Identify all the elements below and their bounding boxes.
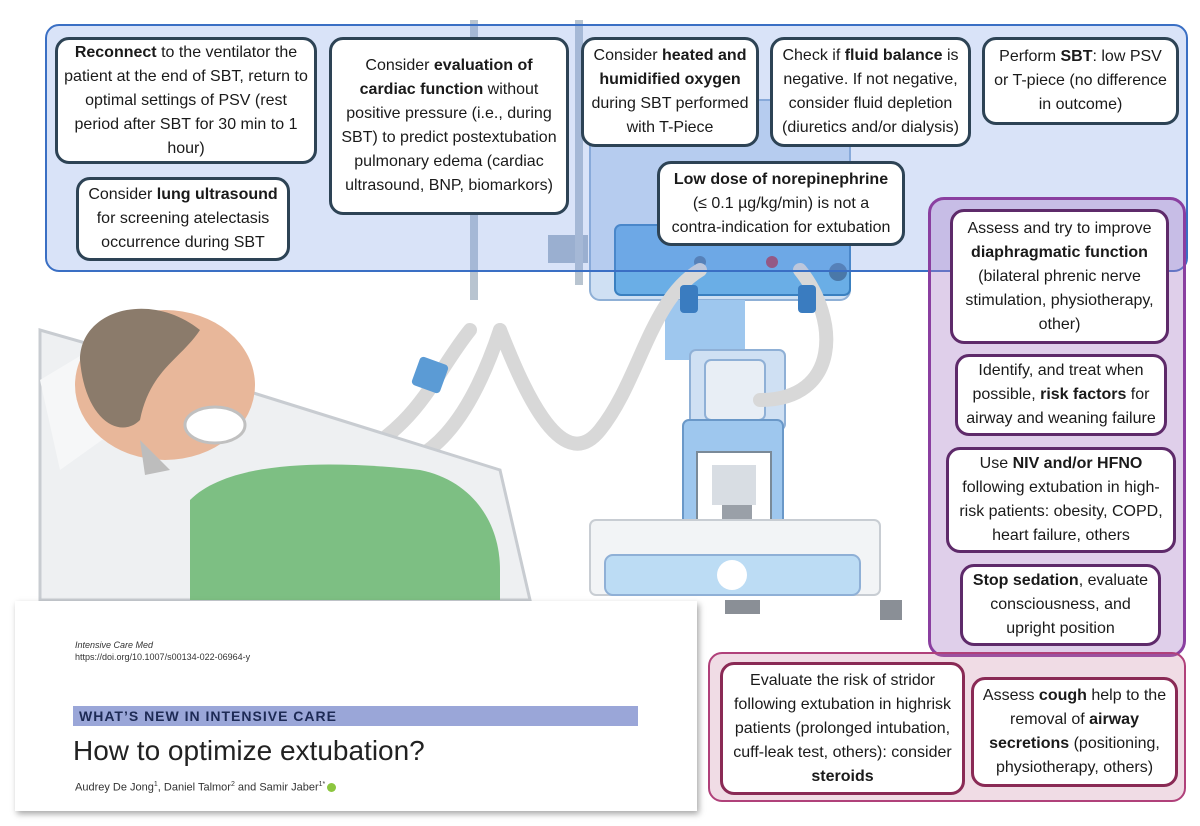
patient-icon [75, 308, 500, 600]
fluid-balance-box: Check if fluid balance is negative. If n… [770, 37, 971, 147]
stridor-steroids-box: Evaluate the risk of stridor following e… [720, 662, 965, 795]
cardiac-function-box: Consider evaluation of cardiac function … [329, 37, 569, 215]
niv-hfno-box: Use NIV and/or HFNO following extubation… [946, 447, 1176, 553]
diaphragmatic-function-box: Assess and try to improve diaphragmatic … [950, 209, 1169, 344]
perform-sbt-box: Perform SBT: low PSV or T-piece (no diff… [982, 37, 1179, 125]
cough-secretions-box: Assess cough help to the removal of airw… [971, 677, 1178, 787]
paper-header-card: Intensive Care Med https://doi.org/10.10… [15, 601, 697, 811]
stop-sedation-box: Stop sedation, evaluate consciousness, a… [960, 564, 1161, 646]
paper-title: How to optimize extubation? [73, 735, 425, 766]
reconnect-box: Reconnect to the ventilator the patient … [55, 37, 317, 164]
doi-link[interactable]: https://doi.org/10.1007/s00134-022-06964… [75, 652, 251, 662]
heated-oxygen-box: Consider heated and humidified oxygen du… [581, 37, 759, 147]
orcid-icon[interactable] [327, 783, 337, 793]
author-list: Audrey De Jong1, Daniel Talmor2 and Sami… [75, 781, 337, 794]
section-banner: WHAT’S NEW IN INTENSIVE CARE [73, 706, 638, 726]
lung-ultrasound-box: Consider lung ultrasound for screening a… [76, 177, 290, 261]
norepinephrine-box: Low dose of norepinephrine (≤ 0.1 µg/kg/… [657, 161, 905, 246]
risk-factors-box: Identify, and treat when possible, risk … [955, 354, 1167, 436]
journal-name: Intensive Care Med [75, 640, 154, 650]
